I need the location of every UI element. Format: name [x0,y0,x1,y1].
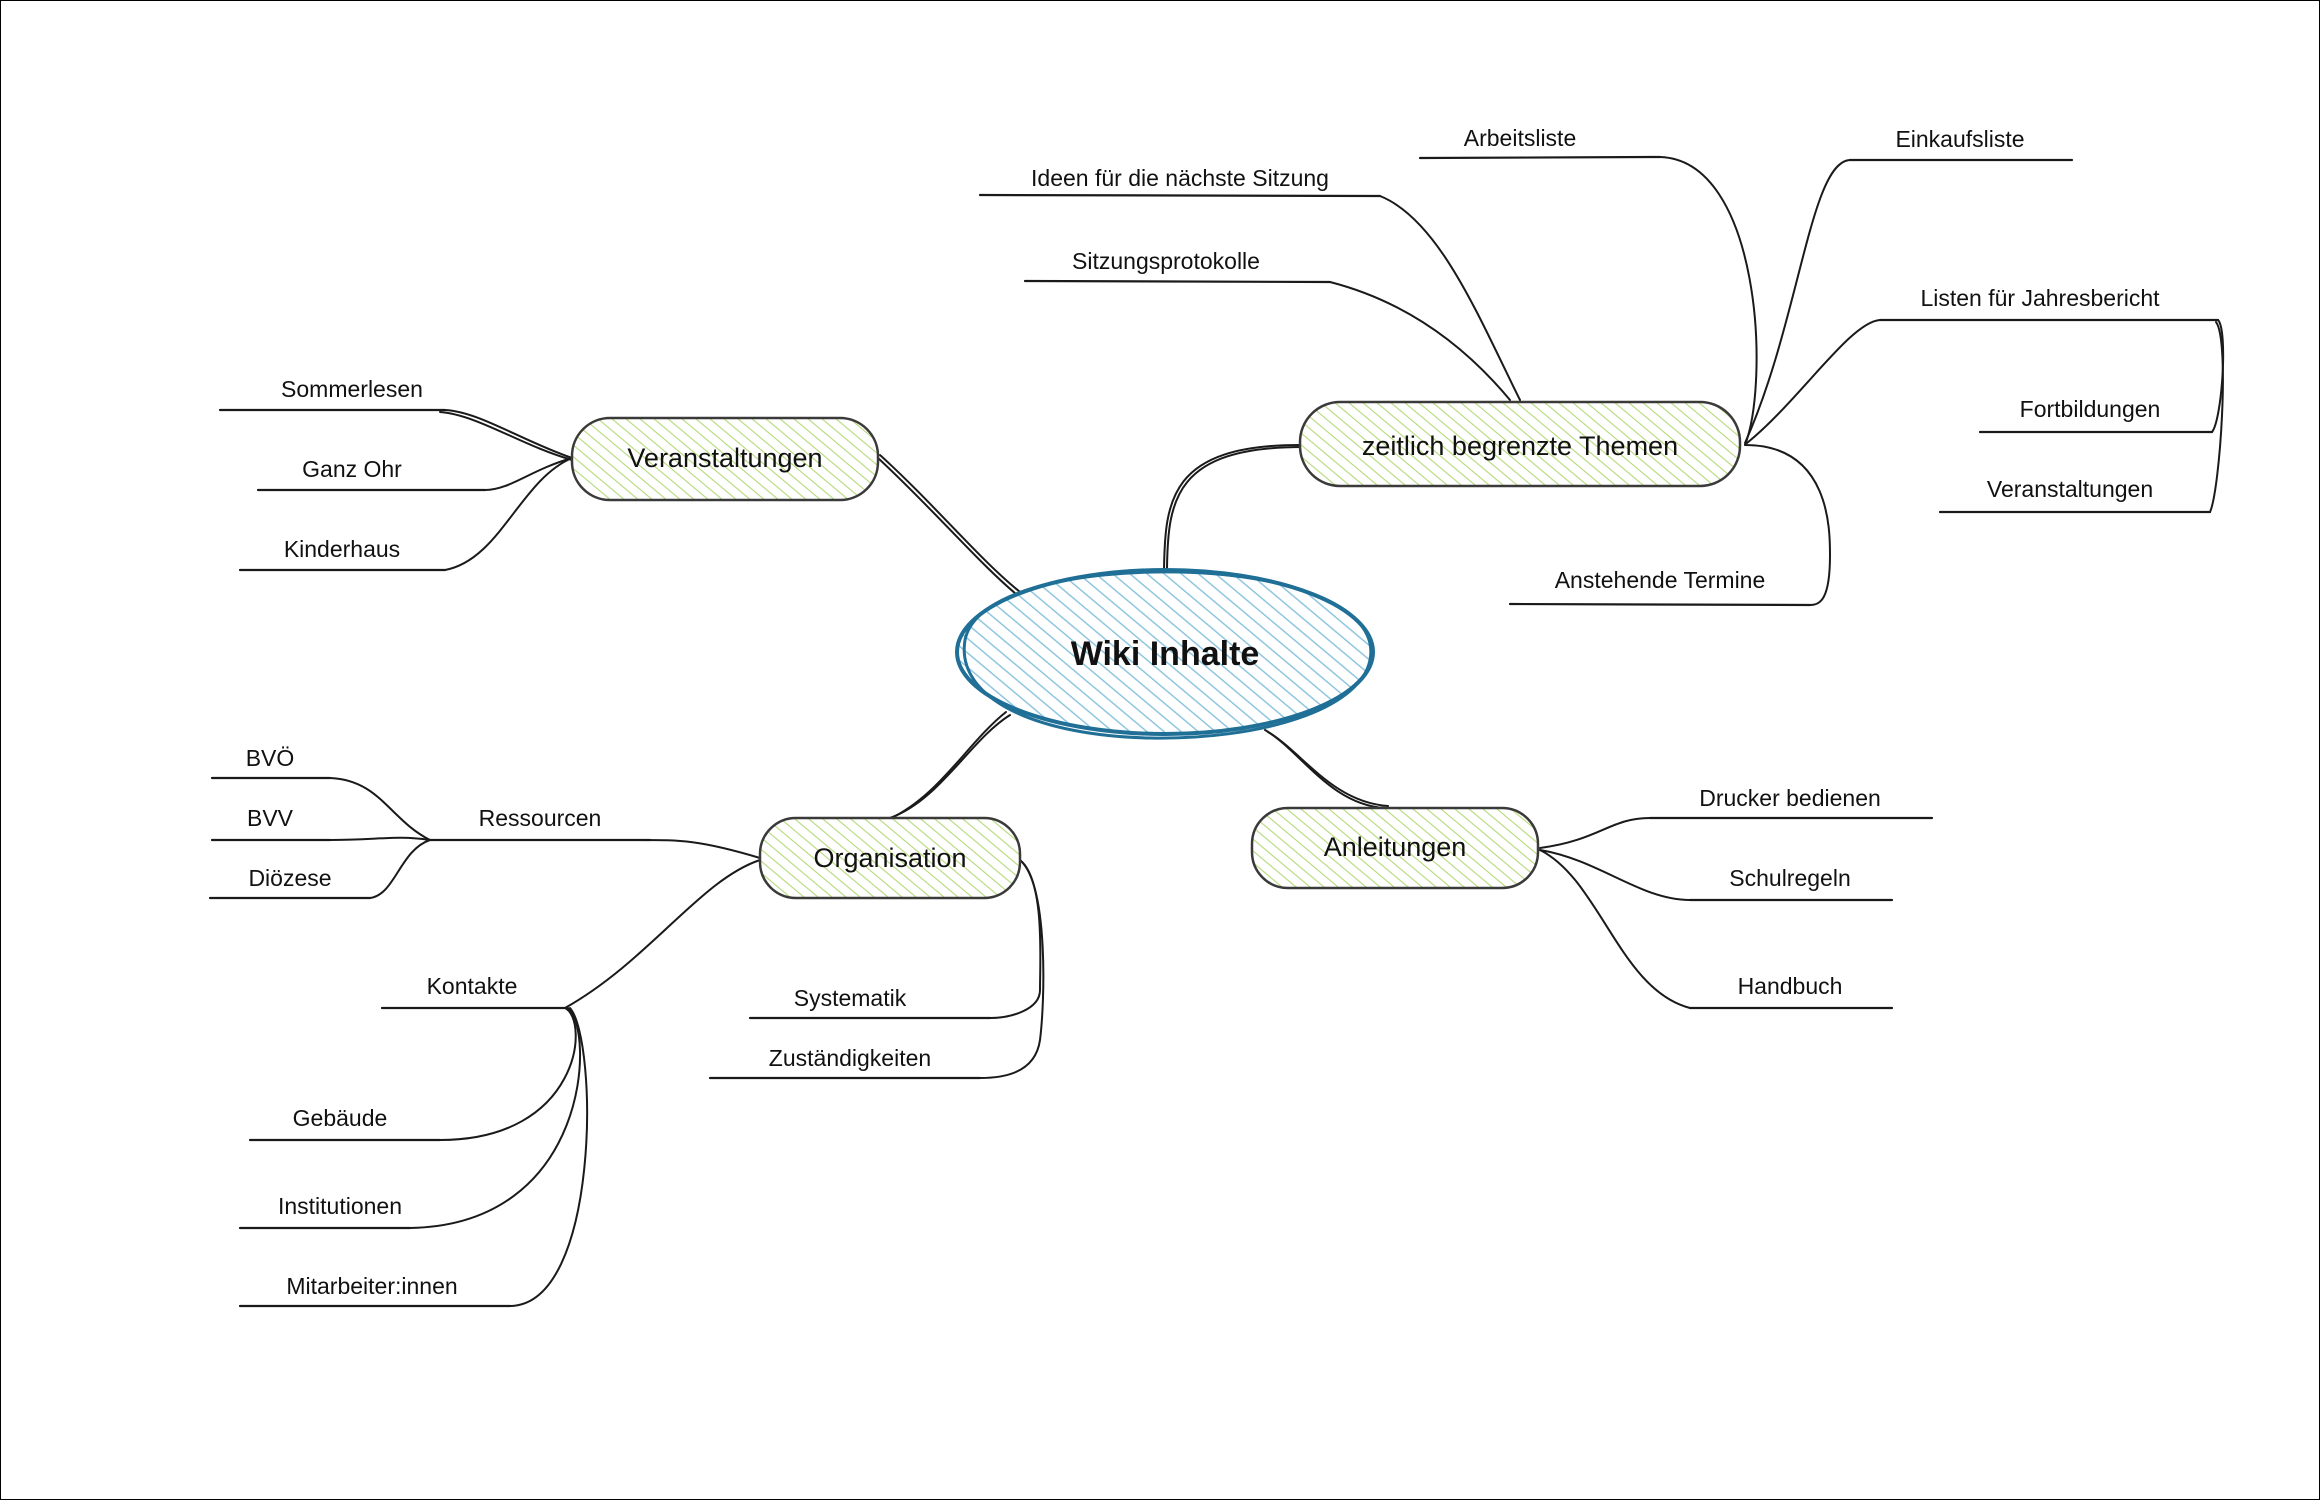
leaf-sitzungsprotokolle[interactable]: Sitzungsprotokolle [1072,248,1260,274]
leaf-einkaufsliste[interactable]: Einkaufsliste [1895,126,2024,152]
leaf-ganz-ohr[interactable]: Ganz Ohr [302,456,402,482]
leaf-systematik[interactable]: Systematik [794,985,907,1011]
central-node-label: Wiki Inhalte [1071,635,1260,673]
leaf-ideen[interactable]: Ideen für die nächste Sitzung [1031,165,1329,191]
leaf-mitarbeiter[interactable]: Mitarbeiter:innen [286,1273,457,1299]
branch-anleitungen[interactable]: Anleitungen [1250,806,1540,890]
anleitungen-connectors [1539,816,1934,1010]
branch-anleitungen-label: Anleitungen [1324,832,1467,862]
leaf-kinderhaus[interactable]: Kinderhaus [284,536,400,562]
leaf-dioezese[interactable]: Diözese [248,865,331,891]
branch-veranstaltungen[interactable]: Veranstaltungen [570,416,880,502]
leaf-drucker-bedienen[interactable]: Drucker bedienen [1699,785,1881,811]
organisation-leaves: Ressourcen BVÖ BVV Diözese Kontakte Gebä… [246,745,931,1299]
veranstaltungen-leaves: Sommerlesen Ganz Ohr Kinderhaus [281,376,423,562]
leaf-veranstaltungen-liste[interactable]: Veranstaltungen [1987,476,2153,502]
zeitlich-connectors [978,155,2225,607]
leaf-zustaendigkeiten[interactable]: Zuständigkeiten [769,1045,931,1071]
branch-zeitlich-label: zeitlich begrenzte Themen [1362,431,1678,461]
leaf-schulregeln[interactable]: Schulregeln [1729,865,1850,891]
leaf-sommerlesen[interactable]: Sommerlesen [281,376,423,402]
leaf-fortbildungen[interactable]: Fortbildungen [2020,396,2161,422]
leaf-handbuch[interactable]: Handbuch [1738,973,1843,999]
branch-organisation-label: Organisation [813,843,966,873]
leaf-anstehende-termine[interactable]: Anstehende Termine [1555,567,1766,593]
central-connectors [877,444,1389,821]
leaf-ressourcen[interactable]: Ressourcen [479,805,602,831]
leaf-kontakte[interactable]: Kontakte [427,973,518,999]
leaf-bvoe[interactable]: BVÖ [246,745,295,771]
organisation-connectors [208,776,1045,1308]
central-node[interactable]: Wiki Inhalte [955,568,1375,740]
branch-organisation[interactable]: Organisation [758,816,1022,900]
branch-veranstaltungen-label: Veranstaltungen [627,443,822,473]
branch-zeitlich[interactable]: zeitlich begrenzte Themen [1298,400,1742,488]
veranstaltungen-connectors [218,408,573,572]
leaf-gebaeude[interactable]: Gebäude [293,1105,388,1131]
leaf-bvv[interactable]: BVV [247,805,294,831]
leaf-institutionen[interactable]: Institutionen [278,1193,402,1219]
leaf-listen-jahresbericht[interactable]: Listen für Jahresbericht [1920,285,2160,311]
anleitungen-leaves: Drucker bedienen Schulregeln Handbuch [1699,785,1881,999]
zeitlich-leaves: Ideen für die nächste Sitzung Sitzungspr… [1031,125,2160,593]
leaf-arbeitsliste[interactable]: Arbeitsliste [1464,125,1576,151]
